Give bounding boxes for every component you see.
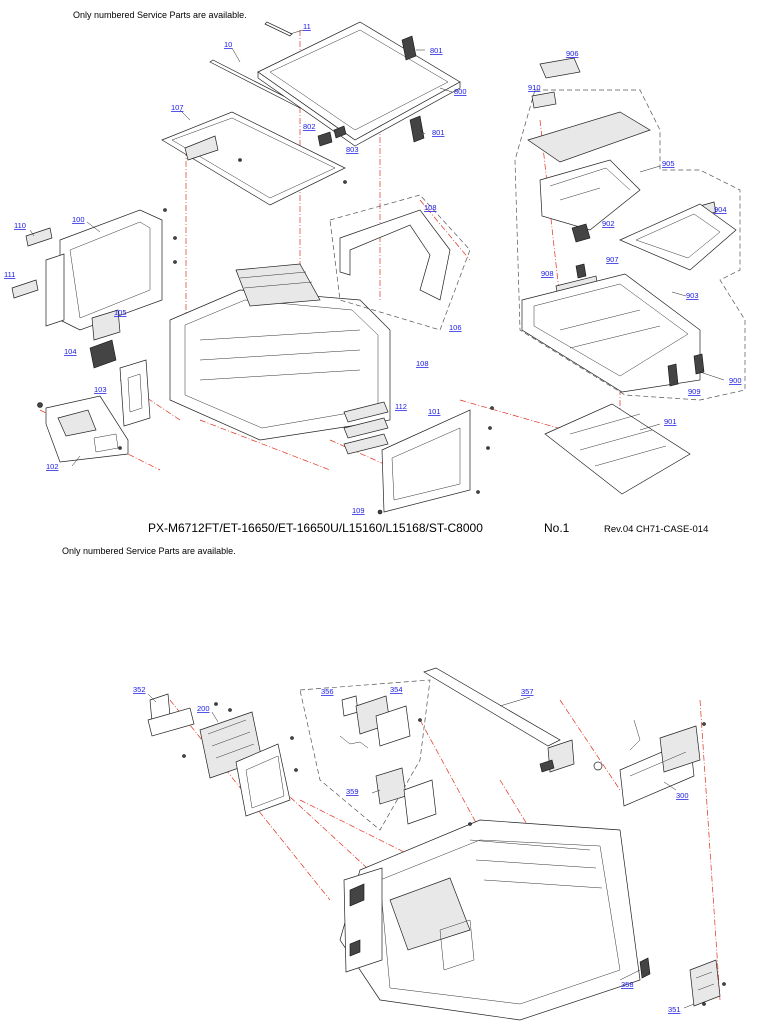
part-label-800[interactable]: 800 <box>454 87 467 96</box>
part-label-801-top[interactable]: 801 <box>430 46 443 55</box>
part-label-906[interactable]: 906 <box>566 49 579 58</box>
part-label-908[interactable]: 908 <box>541 269 554 278</box>
part-label-801-bottom[interactable]: 801 <box>432 128 445 137</box>
exploded-diagram-electrical: 352 200 356 354 357 359 300 358 351 <box>133 667 726 1021</box>
screws-page1 <box>37 158 494 494</box>
part-label-110[interactable]: 110 <box>14 221 26 230</box>
part-112-plates <box>343 401 389 455</box>
part-357-ribbon-cable <box>423 667 575 773</box>
part-106-frame <box>329 194 471 331</box>
part-label-11[interactable]: 11 <box>303 22 311 31</box>
printer-main-body <box>169 263 391 441</box>
part-903-extension <box>619 203 737 271</box>
part-907-part <box>575 263 587 279</box>
part-label-109[interactable]: 109 <box>352 506 365 515</box>
part-902-gear <box>571 223 591 243</box>
part-label-351[interactable]: 351 <box>668 1005 681 1014</box>
part-11-strip <box>264 21 293 37</box>
part-909-feet <box>667 353 705 387</box>
part-105-cover <box>91 309 121 341</box>
part-352-bracket <box>147 693 195 737</box>
part-103-panel <box>119 359 151 427</box>
part-109-screw <box>377 509 383 515</box>
part-906-sheet <box>539 57 581 79</box>
part-label-107[interactable]: 107 <box>171 103 184 112</box>
part-356-clip <box>341 695 359 717</box>
part-label-104[interactable]: 104 <box>64 347 77 356</box>
part-label-10[interactable]: 10 <box>224 40 232 49</box>
part-354-board <box>355 695 411 747</box>
exploded-diagram-case: 10 11 801 800 801 802 803 107 100 110 11… <box>4 21 746 515</box>
part-label-910[interactable]: 910 <box>528 83 541 92</box>
part-111-label <box>11 279 39 299</box>
part-label-200[interactable]: 200 <box>197 704 210 713</box>
part-label-907[interactable]: 907 <box>606 255 619 264</box>
service-parts-note-2: Only numbered Service Parts are availabl… <box>62 546 236 556</box>
part-cable-bundle <box>339 735 369 749</box>
part-102-control-panel <box>45 395 129 463</box>
part-label-108-top[interactable]: 108 <box>424 203 437 212</box>
part-101-right-cover <box>381 409 471 513</box>
leader-lines-page1 <box>29 29 725 467</box>
part-label-358[interactable]: 358 <box>621 980 634 989</box>
part-label-102[interactable]: 102 <box>46 462 59 471</box>
part-905-cover <box>527 111 651 231</box>
part-359-board <box>375 767 437 825</box>
leader-lines-page2 <box>147 693 695 1009</box>
part-358-sensor <box>639 957 651 979</box>
part-label-900[interactable]: 900 <box>729 376 742 385</box>
part-label-902[interactable]: 902 <box>602 219 615 228</box>
part-801-hinge-top <box>401 35 417 61</box>
part-label-356[interactable]: 356 <box>321 687 334 696</box>
part-802-clip <box>317 131 333 147</box>
part-910-sheet <box>531 91 557 109</box>
part-803-clip <box>333 125 347 139</box>
screws-page2 <box>182 702 726 1006</box>
part-label-904[interactable]: 904 <box>714 205 727 214</box>
part-label-300[interactable]: 300 <box>676 791 689 800</box>
part-901-base-plate <box>544 403 691 495</box>
part-104-connector <box>89 339 117 369</box>
part-200-main-board <box>199 711 291 817</box>
model-title: PX-M6712FT/ET-16650/ET-16650U/L15160/L15… <box>148 521 483 535</box>
part-900-cassette <box>521 273 701 393</box>
part-bracket-left <box>45 253 65 327</box>
part-351-board <box>689 959 721 1007</box>
part-label-111[interactable]: 111 <box>4 270 15 279</box>
part-label-112[interactable]: 112 <box>395 402 407 411</box>
part-107-scanner-unit <box>161 111 346 206</box>
part-label-905[interactable]: 905 <box>662 159 675 168</box>
part-label-105[interactable]: 105 <box>114 308 127 317</box>
part-label-901[interactable]: 901 <box>664 417 677 426</box>
part-label-359[interactable]: 359 <box>346 787 359 796</box>
part-800-scanner-frame <box>257 21 461 147</box>
part-label-108-mid[interactable]: 108 <box>416 359 429 368</box>
outline-cassette-group <box>514 89 746 401</box>
part-801-hinge-bottom <box>409 115 425 143</box>
part-110-label <box>25 227 53 247</box>
part-label-106[interactable]: 106 <box>449 323 462 332</box>
part-label-100[interactable]: 100 <box>72 215 85 224</box>
part-label-802[interactable]: 802 <box>303 122 316 131</box>
part-300-power-supply <box>593 719 701 807</box>
part-label-101[interactable]: 101 <box>428 407 441 416</box>
part-label-103[interactable]: 103 <box>94 385 107 394</box>
part-label-352[interactable]: 352 <box>133 685 146 694</box>
printer-body-page2 <box>339 819 641 1021</box>
part-label-354[interactable]: 354 <box>390 685 403 694</box>
part-label-803[interactable]: 803 <box>346 145 359 154</box>
part-label-357[interactable]: 357 <box>521 687 534 696</box>
sheet-number: No.1 <box>544 521 570 535</box>
part-label-903[interactable]: 903 <box>686 291 699 300</box>
part-label-909[interactable]: 909 <box>688 387 701 396</box>
service-parts-note: Only numbered Service Parts are availabl… <box>73 10 247 20</box>
revision-code: Rev.04 CH71-CASE-014 <box>604 524 709 535</box>
